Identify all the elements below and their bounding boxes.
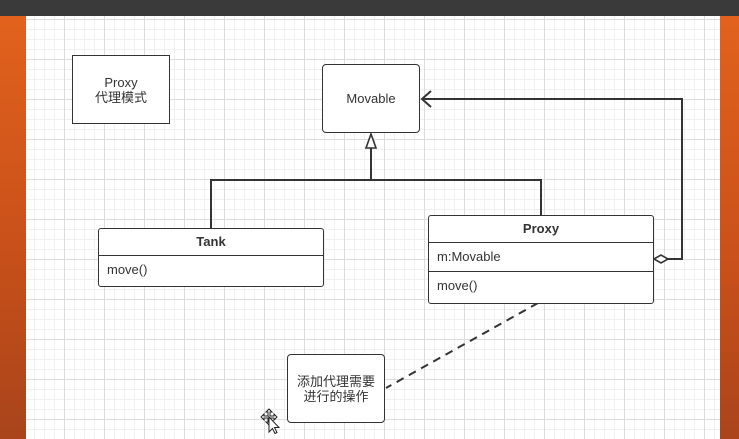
title-note-line2: 代理模式 [94,89,147,105]
diagram-canvas[interactable]: Proxy 代理模式 Movable Tank move() Proxy m:M… [26,16,720,439]
comment-note-line1: 添加代理需要 [296,373,375,389]
window-top-bar [0,0,739,16]
comment-note-line2: 进行的操作 [303,388,369,404]
interface-movable-name: Movable [346,91,396,106]
move-cursor-icon [260,408,281,434]
class-proxy[interactable]: Proxy m:Movable move() [428,215,654,304]
open-arrowhead [420,90,432,108]
interface-movable[interactable]: Movable [322,64,420,133]
edge-comment-to-proxy [385,302,539,389]
class-tank-name: Tank [99,229,323,256]
class-proxy-method: move() [437,278,478,293]
title-note-line1: Proxy [104,74,138,90]
edge-aggregation-proxy-movable [422,98,683,260]
aggregation-diamond [652,254,670,264]
inheritance-arrowhead [364,131,378,149]
right-frame [720,16,739,439]
comment-note[interactable]: 添加代理需要 进行的操作 [287,354,385,423]
class-proxy-attribute: m:Movable [429,243,653,272]
class-tank[interactable]: Tank move() [98,228,324,287]
class-proxy-name: Proxy [429,216,653,243]
class-tank-method: move() [107,262,148,277]
diagram-title-note[interactable]: Proxy 代理模式 [72,55,170,124]
diagram-edges [210,90,683,389]
edge-proxy-to-movable [371,179,542,215]
edge-tank-to-movable [210,142,372,228]
left-frame [0,16,26,439]
